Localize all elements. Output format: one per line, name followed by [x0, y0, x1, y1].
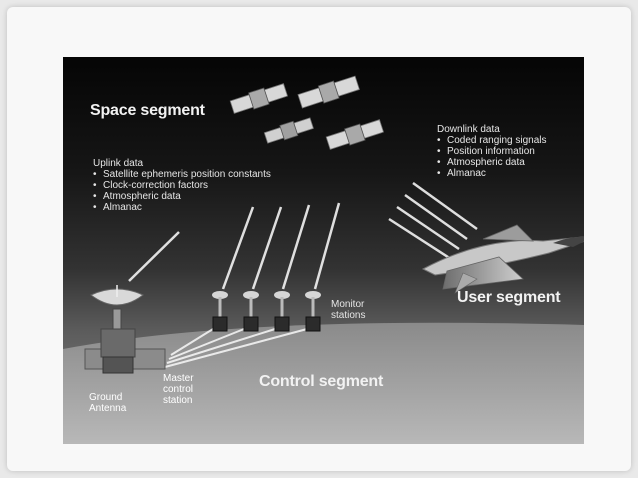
uplink-beam — [128, 231, 180, 282]
satellite-3 — [263, 117, 314, 144]
uplink-item: Almanac — [93, 202, 303, 213]
space-segment-label: Space segment — [90, 102, 205, 119]
downlink-list: Coded ranging signals Position informati… — [437, 135, 577, 179]
monitor-station-2 — [243, 291, 259, 332]
master-label-line: control — [163, 384, 194, 395]
satellite-1 — [229, 83, 288, 114]
uplink-item: Clock-correction factors — [93, 180, 303, 191]
user-segment-label: User segment — [457, 289, 561, 306]
satellite-2 — [297, 75, 360, 109]
downlink-item: Almanac — [437, 168, 577, 179]
monitor-station-4 — [305, 291, 321, 332]
ground-antenna-dish — [90, 285, 144, 330]
master-label-line: Master — [163, 373, 194, 384]
uplink-data-block: Uplink data Satellite ephemeris position… — [93, 158, 303, 213]
earth-surface — [63, 322, 584, 444]
diagram-graphics — [63, 75, 584, 444]
control-segment-label: Control segment — [259, 373, 384, 390]
monitor-station-1 — [212, 291, 228, 332]
downlink-beams — [388, 181, 478, 261]
uplink-title: Uplink data — [93, 158, 144, 169]
satellite-4 — [325, 119, 384, 150]
uplink-item: Satellite ephemeris position constants — [93, 169, 303, 180]
slide-frame: Space segment User segment Control segme… — [7, 7, 631, 471]
uplink-item: Atmospheric data — [93, 191, 303, 202]
master-label-line: station — [163, 395, 193, 406]
antenna-label-line: Ground — [89, 392, 123, 403]
antenna-label-line: Antenna — [89, 403, 127, 414]
monitor-station-3 — [274, 291, 290, 332]
control-links — [164, 328, 308, 368]
downlink-data-block: Downlink data Coded ranging signals Posi… — [437, 124, 577, 179]
jet-aircraft — [421, 224, 584, 294]
ground-antenna-label: Ground Antenna — [89, 392, 126, 414]
master-control-label: Master control station — [163, 373, 194, 406]
monitor-stations-label: Monitor stations — [331, 299, 365, 321]
downlink-item: Position information — [437, 146, 577, 157]
downlink-title: Downlink data — [437, 124, 500, 135]
monitor-label-line: Monitor — [331, 299, 365, 310]
downlink-item: Atmospheric data — [437, 157, 577, 168]
monitor-beams — [221, 202, 341, 290]
master-control-building — [84, 328, 166, 374]
uplink-list: Satellite ephemeris position constants C… — [93, 169, 303, 213]
downlink-item: Coded ranging signals — [437, 135, 577, 146]
monitor-label-line: stations — [331, 310, 366, 321]
gps-segments-diagram: Space segment User segment Control segme… — [63, 57, 584, 444]
